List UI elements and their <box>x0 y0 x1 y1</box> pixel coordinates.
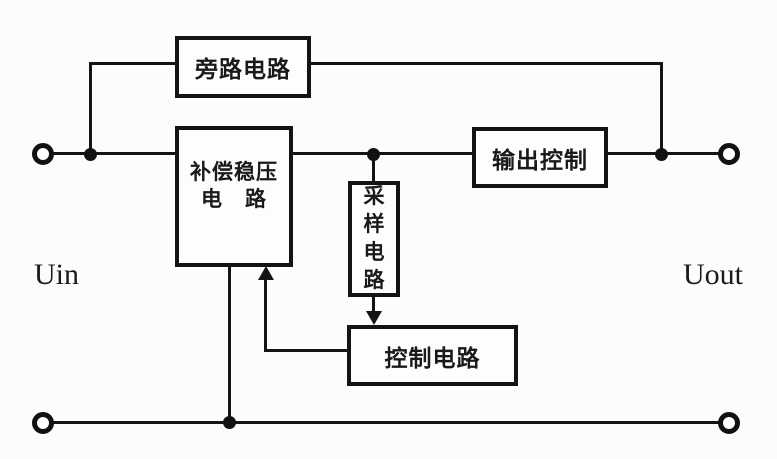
output-terminal-bottom <box>718 412 740 434</box>
wire-bypass-left-vertical <box>89 62 92 154</box>
wire-sampling-to-control <box>372 295 375 314</box>
wire-sampling-drop <box>372 154 375 181</box>
junction-dot-sampling <box>367 148 380 161</box>
input-terminal-bottom <box>32 412 54 434</box>
junction-dot-input <box>84 148 97 161</box>
regulator-label-line2: 电 路 <box>201 187 267 211</box>
wire-regulator-ground-drop <box>228 265 231 423</box>
sampling-arrowhead-down <box>366 311 382 325</box>
wire-bottom-rail <box>50 421 720 424</box>
output-control-block: 输出控制 <box>472 127 608 188</box>
control-circuit-block: 控制电路 <box>347 325 518 386</box>
feedback-arrowhead-up <box>258 266 274 280</box>
bypass-circuit-block: 旁路电路 <box>175 36 311 98</box>
uin-label: Uin <box>34 258 79 291</box>
junction-dot-output <box>655 148 668 161</box>
junction-dot-ground <box>223 416 236 429</box>
output-control-label: 输出控制 <box>492 146 588 173</box>
sampling-circuit-label: 采样电路 <box>363 185 385 292</box>
uout-label: Uout <box>683 258 743 291</box>
output-terminal-top <box>718 143 740 165</box>
sampling-circuit-block: 采样电路 <box>348 181 400 297</box>
regulator-block: 补偿稳压 电 路 <box>175 126 293 267</box>
wire-mid-rail <box>291 152 472 155</box>
wire-bypass-right-horizontal <box>308 62 663 65</box>
wire-feedback-vertical <box>264 280 267 352</box>
wire-input-rail <box>50 152 175 155</box>
input-terminal-top <box>32 143 54 165</box>
wire-feedback-horizontal <box>264 349 349 352</box>
regulator-label-line1: 补偿稳压 <box>190 160 278 184</box>
bypass-circuit-label: 旁路电路 <box>195 56 291 82</box>
control-circuit-label: 控制电路 <box>384 344 481 371</box>
wire-bypass-left-horizontal <box>89 62 175 65</box>
wire-bypass-right-vertical <box>660 62 663 154</box>
